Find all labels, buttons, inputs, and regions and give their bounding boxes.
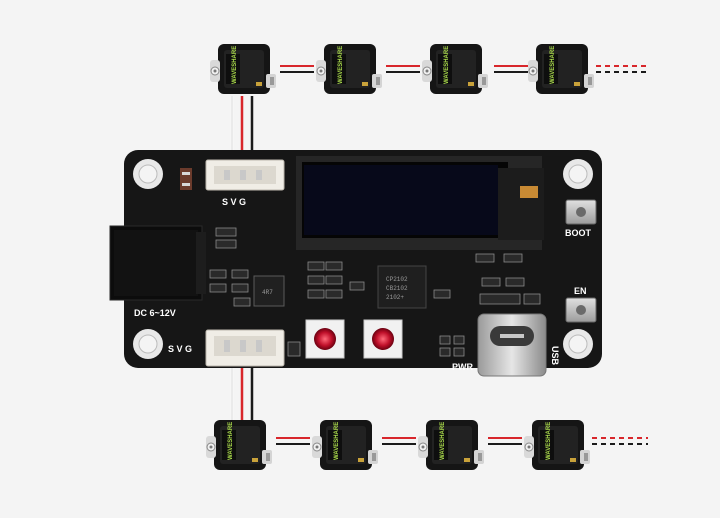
svg-text:WAVESHARE: WAVESHARE [444, 46, 450, 84]
servo-connector-top: S V G [205, 159, 285, 207]
mounting-holes [133, 159, 593, 359]
dc-power-jack [109, 225, 206, 301]
svg-text:CB2102: CB2102 [386, 285, 408, 292]
servo-top-3: WAVESHARE [421, 43, 489, 95]
svg-text:WAVESHARE: WAVESHARE [550, 46, 556, 84]
pcb-board: S V G S V G DC 6~12V 4R7 [109, 150, 602, 377]
fuse [180, 168, 192, 190]
oled-display [296, 156, 544, 250]
svg-text:WAVESHARE: WAVESHARE [440, 422, 446, 460]
svg-text:2102+: 2102+ [386, 294, 404, 301]
servo-row-top: WAVESHARE WAVESHARE WAVESHARE WAVESHARE [209, 43, 595, 95]
en-button[interactable] [565, 297, 597, 323]
svg-text:WAVESHARE: WAVESHARE [338, 46, 344, 84]
svg-text:WAVESHARE: WAVESHARE [228, 422, 234, 460]
usb-label: USB [550, 346, 560, 366]
pwr-label: PWR [452, 362, 473, 372]
usb-uart-chip: CP2102 CB2102 2102+ [377, 265, 427, 309]
top-servo-wires [230, 65, 650, 160]
connector-top-label: S V G [222, 197, 246, 207]
svg-text:WAVESHARE: WAVESHARE [546, 422, 552, 460]
svg-text:CP2102: CP2102 [386, 276, 408, 283]
rgb-led-2 [363, 319, 403, 359]
servo-top-2: WAVESHARE [315, 43, 383, 95]
servo-top-4: WAVESHARE [527, 43, 595, 95]
servo-top-1: WAVESHARE [209, 43, 277, 95]
bottom-servo-wires [230, 366, 648, 445]
servo-bottom-3: WAVESHARE [417, 419, 485, 471]
dc-input-label: DC 6~12V [134, 308, 176, 318]
servo-row-bottom: WAVESHARE WAVESHARE WAVESHARE WAVESHARE [205, 419, 591, 471]
servo-bottom-4: WAVESHARE [523, 419, 591, 471]
boot-button[interactable] [565, 199, 597, 225]
usb-c-port[interactable] [477, 313, 547, 377]
inductor: 4R7 [253, 275, 285, 307]
connector-bottom-label: S V G [168, 344, 192, 354]
svg-text:4R7: 4R7 [262, 289, 273, 296]
servo-connector-bottom: S V G [168, 329, 285, 367]
svg-text:WAVESHARE: WAVESHARE [334, 422, 340, 460]
boot-label: BOOT [565, 228, 592, 238]
svg-text:WAVESHARE: WAVESHARE [232, 46, 238, 84]
rgb-led-1 [305, 319, 345, 359]
smd-components [209, 227, 541, 357]
servo-bottom-1: WAVESHARE [205, 419, 273, 471]
servo-bottom-2: WAVESHARE [311, 419, 379, 471]
en-label: EN [574, 286, 587, 296]
